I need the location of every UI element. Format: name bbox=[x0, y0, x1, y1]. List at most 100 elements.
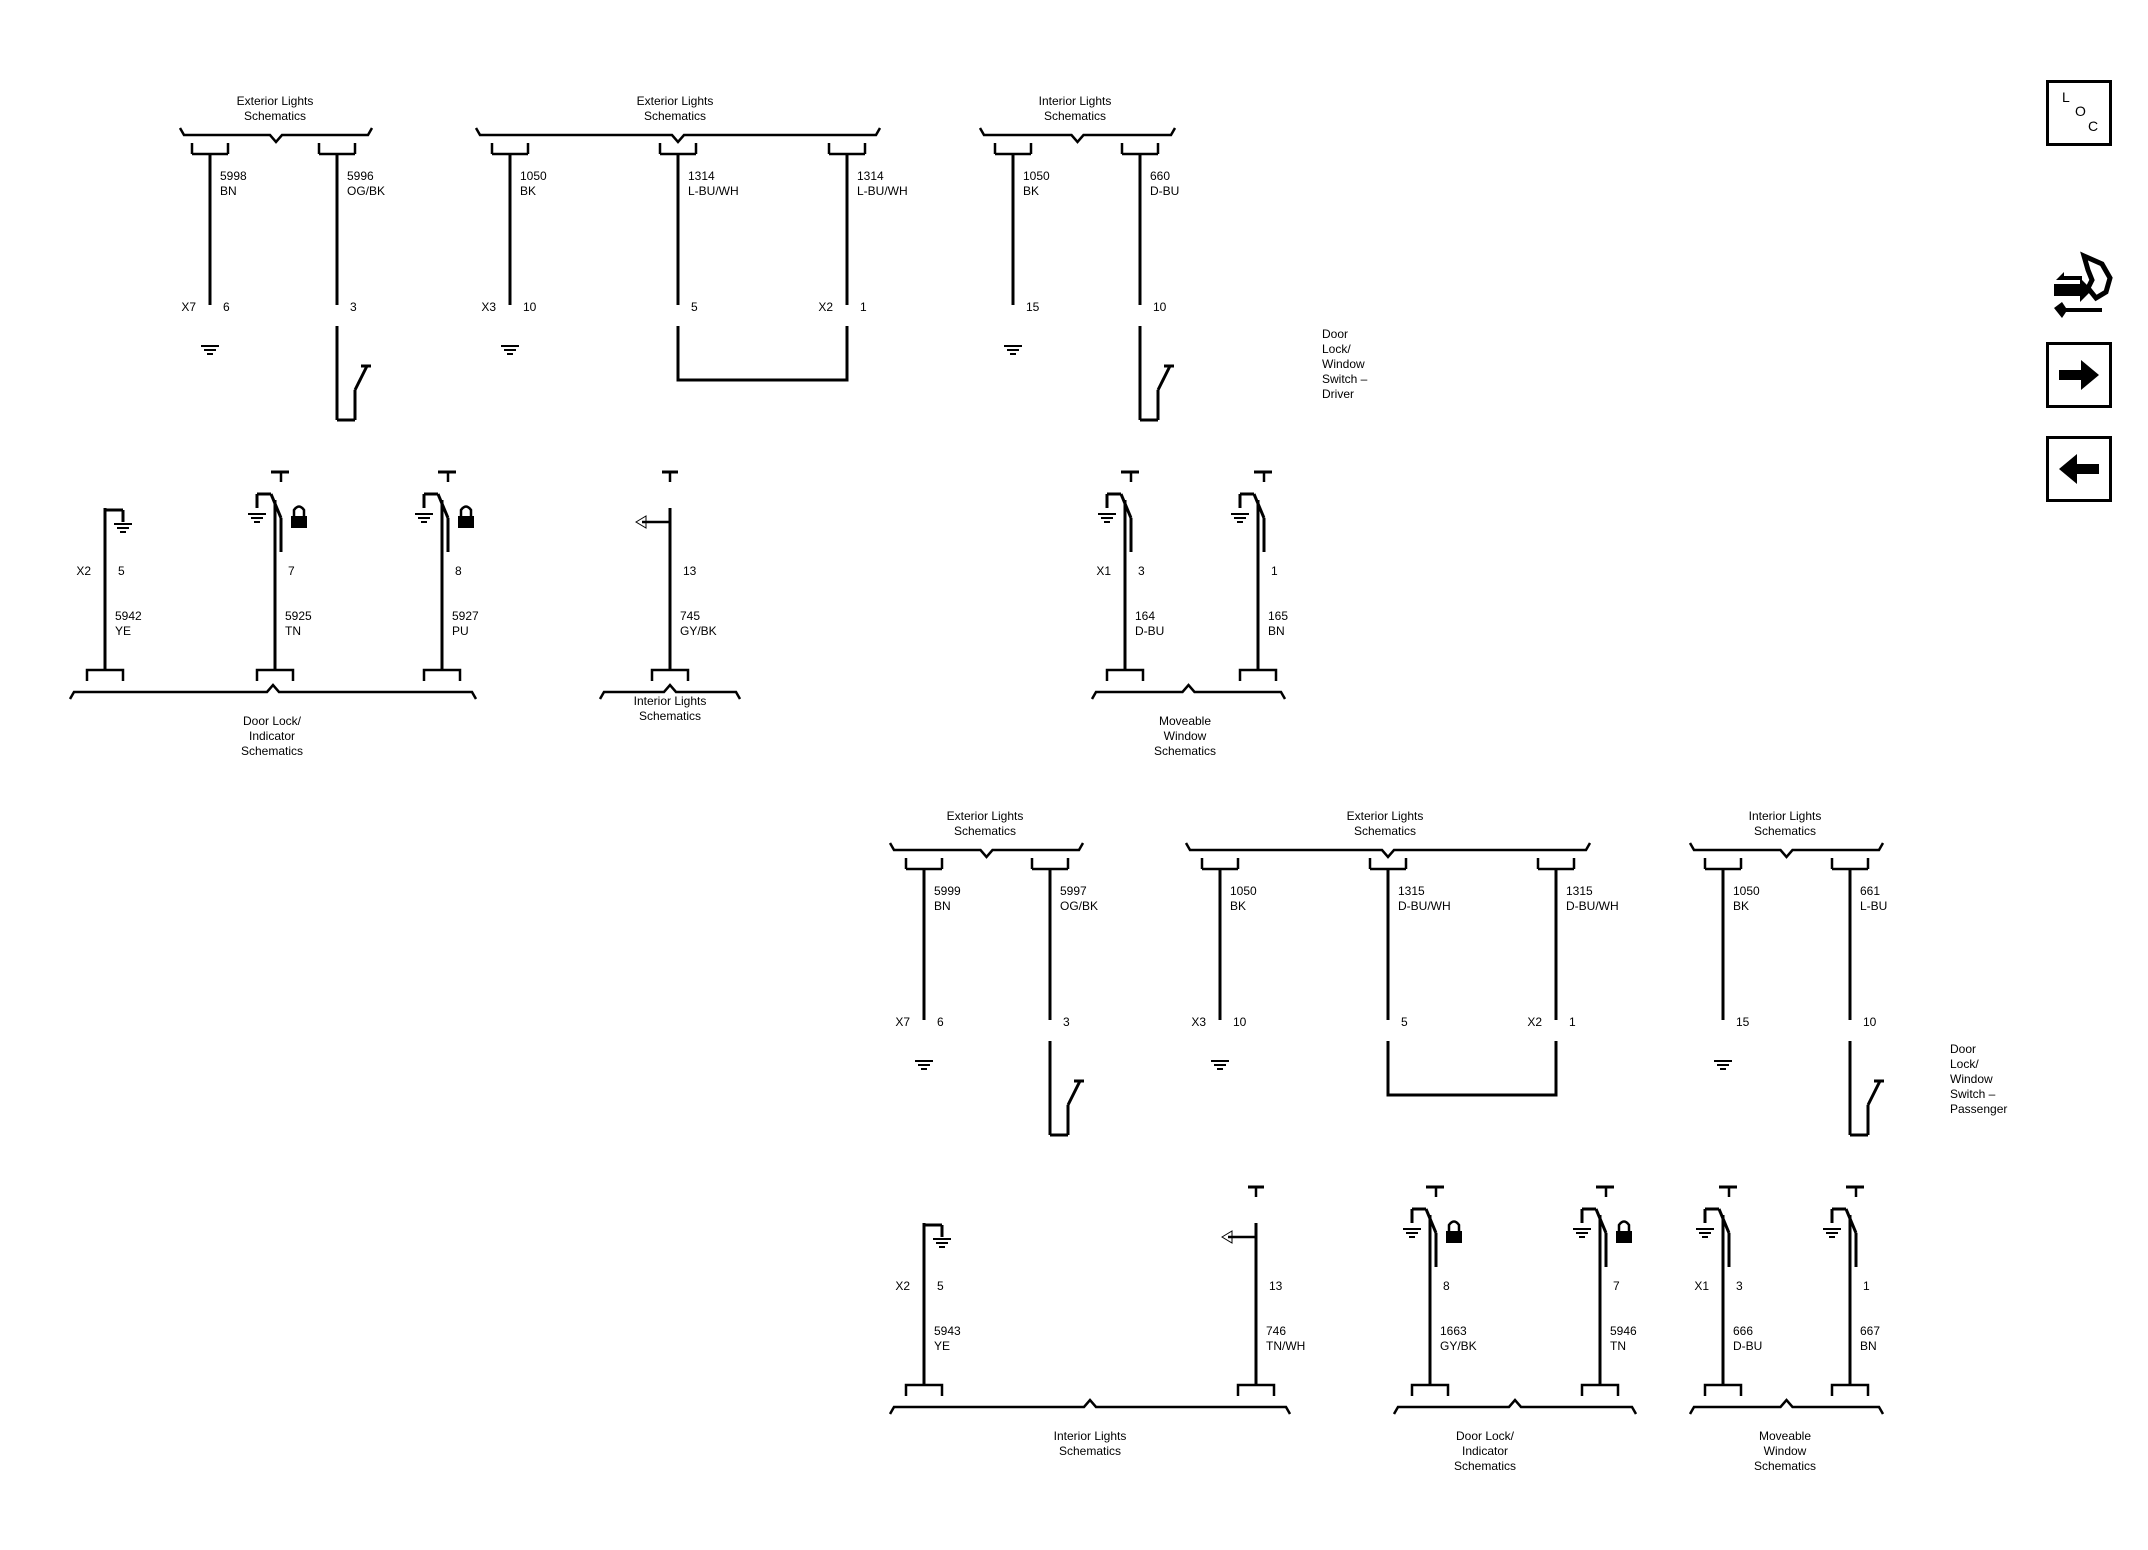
lock-icon bbox=[292, 505, 306, 516]
connector-id: X1 bbox=[1096, 564, 1111, 578]
wire-circuit: 5946 bbox=[1610, 1324, 1637, 1338]
pin-number: 15 bbox=[1736, 1015, 1750, 1029]
terminal-connector bbox=[1236, 1383, 1276, 1396]
component-label: Lock/ bbox=[1322, 342, 1351, 356]
switch-contact bbox=[269, 493, 283, 519]
group-brace bbox=[178, 127, 374, 144]
resistor-element bbox=[1249, 1197, 1263, 1223]
next-arrow-icon[interactable] bbox=[2046, 342, 2112, 408]
pin-number: 10 bbox=[1153, 300, 1167, 314]
pin-number: 1 bbox=[1569, 1015, 1576, 1029]
pin-number: 5 bbox=[118, 564, 125, 578]
component-label: Passenger bbox=[1950, 1102, 2007, 1116]
group-label: Schematics bbox=[1754, 824, 1816, 838]
internal-jumper bbox=[676, 326, 849, 382]
group-brace bbox=[1392, 1398, 1638, 1415]
connector-outline bbox=[1546, 1007, 1890, 1041]
connector-icon[interactable] bbox=[2048, 250, 2114, 320]
loc-button[interactable]: L O C bbox=[2046, 80, 2112, 146]
wire-color: BN bbox=[1268, 624, 1285, 638]
group-label: Indicator bbox=[249, 729, 295, 743]
wire-color: TN bbox=[1610, 1339, 1626, 1353]
internal-jumper bbox=[1386, 1041, 1558, 1097]
lock-icon bbox=[1617, 1220, 1631, 1231]
pin-number: 1 bbox=[860, 300, 867, 314]
wire-circuit: 666 bbox=[1733, 1324, 1753, 1338]
terminal-connector bbox=[1120, 143, 1160, 156]
switch-contact bbox=[1866, 1080, 1882, 1106]
pin-number: 8 bbox=[1443, 1279, 1450, 1293]
wire-color: GY/BK bbox=[680, 624, 717, 638]
connector-id: X7 bbox=[895, 1015, 910, 1029]
group-label: Schematics bbox=[1454, 1459, 1516, 1473]
wire-circuit: 5997 bbox=[1060, 884, 1087, 898]
terminal-connector bbox=[1368, 858, 1408, 871]
group-label: Schematics bbox=[1154, 744, 1216, 758]
group-label: Schematics bbox=[244, 109, 306, 123]
group-brace bbox=[888, 842, 1085, 859]
component-label: Window bbox=[1322, 357, 1365, 371]
lock-icon bbox=[291, 516, 307, 528]
terminal-connector bbox=[1580, 1383, 1620, 1396]
terminal-connector bbox=[1830, 1383, 1870, 1396]
loc-letter-l: L bbox=[2062, 89, 2070, 105]
switch-contact bbox=[1844, 1208, 1858, 1234]
terminal-connector bbox=[1536, 858, 1576, 871]
switch-contact bbox=[1594, 1208, 1608, 1234]
group-label: Exterior Lights bbox=[1347, 809, 1424, 823]
switch-contact bbox=[1424, 1208, 1438, 1234]
lock-icon bbox=[1616, 1231, 1632, 1243]
lock-icon bbox=[458, 516, 474, 528]
connector-id: X7 bbox=[181, 300, 196, 314]
group-label: Schematics bbox=[1044, 109, 1106, 123]
wire-circuit: 1315 bbox=[1566, 884, 1593, 898]
pin-number: 3 bbox=[1736, 1279, 1743, 1293]
group-brace bbox=[1688, 842, 1885, 859]
group-label: Schematics bbox=[644, 109, 706, 123]
resistor-element bbox=[663, 482, 677, 508]
group-label: Interior Lights bbox=[1054, 1429, 1127, 1443]
previous-arrow-icon[interactable] bbox=[2046, 436, 2112, 502]
component-label: Switch – bbox=[1322, 372, 1368, 386]
terminal-connector bbox=[1105, 668, 1145, 681]
wire-color: L-BU/WH bbox=[688, 184, 739, 198]
terminal-connector bbox=[255, 668, 295, 681]
wire-circuit: 5943 bbox=[934, 1324, 961, 1338]
group-brace bbox=[68, 683, 478, 700]
wire-color: OG/BK bbox=[1060, 899, 1098, 913]
lock-icon bbox=[459, 505, 473, 516]
wire-color: D-BU/WH bbox=[1566, 899, 1619, 913]
pin-number: 8 bbox=[455, 564, 462, 578]
terminal-connector bbox=[1030, 858, 1070, 871]
lock-icon bbox=[1447, 1220, 1461, 1231]
wire-circuit: 746 bbox=[1266, 1324, 1286, 1338]
component-boundary bbox=[868, 1043, 1938, 1269]
pin-number: 10 bbox=[523, 300, 537, 314]
pin-number: 10 bbox=[1863, 1015, 1877, 1029]
switch-contact bbox=[353, 365, 369, 391]
group-label: Schematics bbox=[241, 744, 303, 758]
group-brace bbox=[598, 683, 742, 700]
pin-number: 3 bbox=[1063, 1015, 1070, 1029]
pin-number: 7 bbox=[1613, 1279, 1620, 1293]
group-label: Interior Lights bbox=[1039, 94, 1112, 108]
pin-number: 10 bbox=[1233, 1015, 1247, 1029]
